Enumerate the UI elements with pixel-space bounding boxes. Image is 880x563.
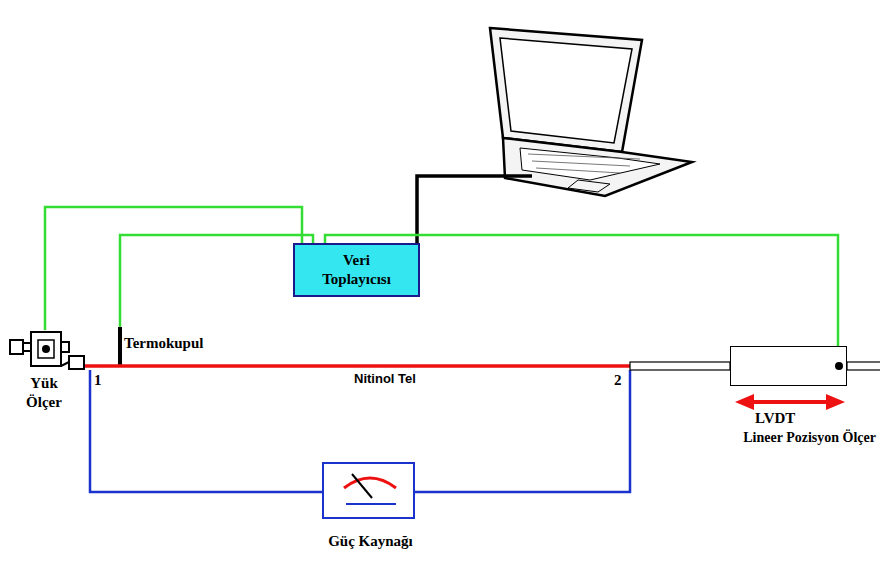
power-supply: Güç Kaynağı <box>322 462 415 519</box>
movement-arrow <box>735 394 845 410</box>
node-label: Yük Ölçer <box>18 374 70 412</box>
signal-wire <box>45 207 302 330</box>
lvdt-housing: LVDTLineer Pozisyon Ölçer <box>730 346 847 386</box>
node-label: LVDT <box>755 409 795 428</box>
node-label: Veri Toplayıcısı <box>309 251 405 289</box>
wire-label: Nitinol Tel <box>354 371 416 387</box>
callout-number: 1 <box>94 371 102 389</box>
nitinol-wire <box>84 364 630 368</box>
lvdtdot-symbol <box>731 347 848 387</box>
power-wire <box>90 370 322 492</box>
node-label: Lineer Pozisyon Ölçer <box>743 429 876 447</box>
callout-number: 2 <box>614 371 622 389</box>
meter-symbol <box>324 464 417 521</box>
load-cell: Yük Ölçer <box>8 330 80 412</box>
thermocouple-probe <box>118 327 122 366</box>
power-wire <box>415 370 630 492</box>
thermocouple-wire <box>120 235 313 328</box>
usb-cable <box>417 176 532 243</box>
node-label: Güç Kaynağı <box>294 532 447 551</box>
thermocouple-label: Termokupul <box>124 334 203 352</box>
data-logger-box: Veri Toplayıcısı <box>293 243 420 297</box>
laptop-icon <box>490 28 692 196</box>
